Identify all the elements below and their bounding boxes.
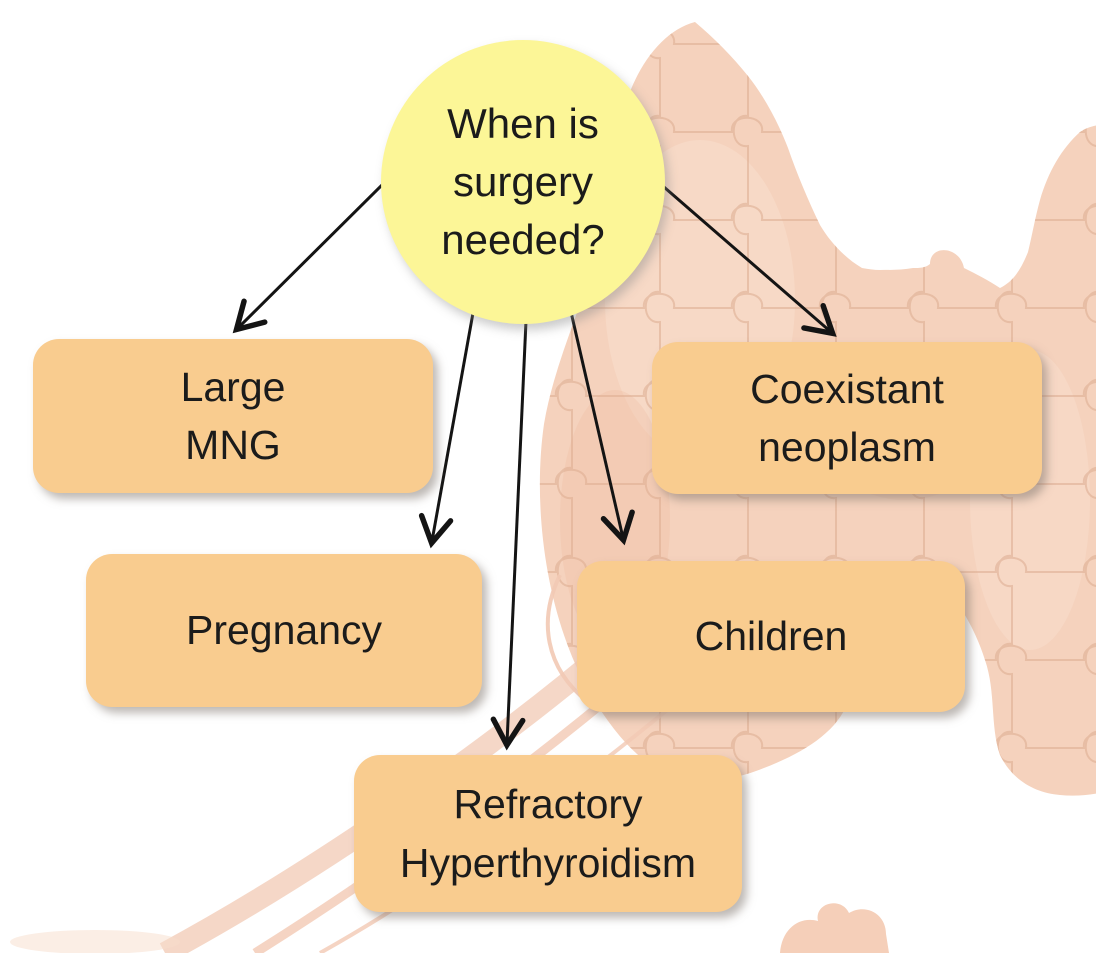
- root-node-line: When is: [447, 100, 599, 148]
- node-refractory-hyperthyroidism: Refractory Hyperthyroidism: [354, 755, 742, 912]
- node-label-line: neoplasm: [758, 424, 936, 470]
- node-label-line: Coexistant: [750, 365, 944, 412]
- node-label-line: MNG: [185, 422, 281, 468]
- root-node-line: surgery: [452, 158, 594, 206]
- watercolor-smudge: [10, 930, 180, 953]
- root-node-when-is-surgery-needed: When is surgery needed?: [381, 40, 665, 324]
- node-pregnancy: Pregnancy: [86, 554, 482, 707]
- arrow-root-to-children: [569, 311, 635, 546]
- arrow-root-to-refractory-hyperthyroidism: [490, 320, 528, 751]
- arrow-root-to-pregnancy: [418, 312, 475, 549]
- node-label-line: Refractory: [453, 781, 643, 828]
- node-large-mng: Large MNG: [33, 339, 433, 493]
- node-label-line: Large: [180, 363, 286, 410]
- arrow-root-to-coexistant-neoplasm: [656, 179, 837, 337]
- node-children: Children: [577, 561, 965, 712]
- node-label-line: Children: [694, 613, 848, 660]
- node-coexistant-neoplasm: Coexistant neoplasm: [652, 342, 1042, 494]
- stray-puzzle-piece: [780, 903, 889, 953]
- node-label-line: Hyperthyroidism: [399, 839, 697, 886]
- node-label-line: Pregnancy: [185, 607, 382, 654]
- root-node-line: needed?: [441, 215, 605, 263]
- arrow-root-to-large-mng: [232, 177, 390, 334]
